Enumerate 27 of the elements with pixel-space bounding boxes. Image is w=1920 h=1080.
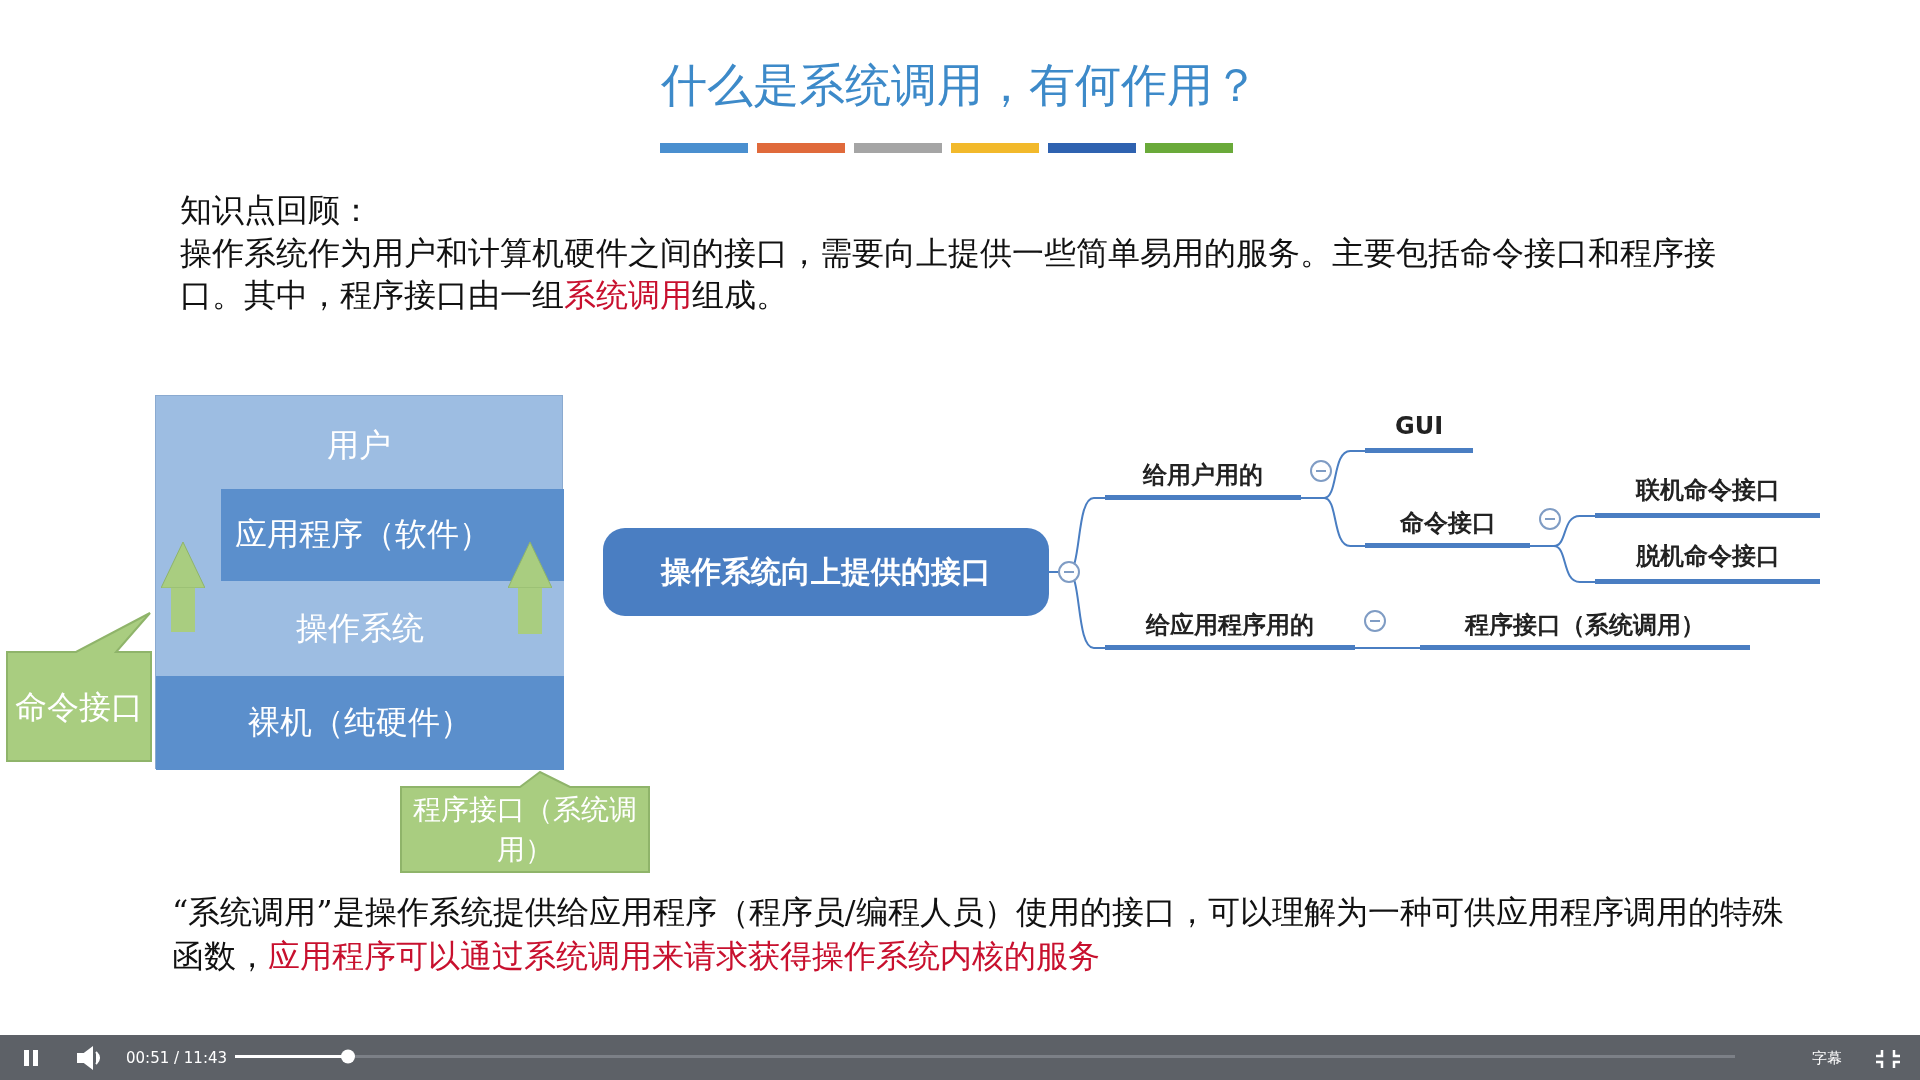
callout-box	[6, 612, 152, 762]
topic-label: GUI	[1365, 408, 1473, 453]
time-display: 00:51 / 11:43	[126, 1048, 228, 1069]
root-topic-box: 操作系统向上提供的接口	[603, 528, 1049, 616]
section-heading: 知识点回顾：	[180, 190, 373, 230]
intro-paragraph: 操作系统作为用户和计算机硬件之间的接口，需要向上提供一些简单易用的服务。主要包括命令接口和程序接口。其中，程序接口由一组系统调用组成。	[180, 233, 1717, 316]
topic-label: 脱机命令接口	[1595, 536, 1820, 584]
topic-label: 给用户用的	[1105, 455, 1301, 500]
user-layer	[155, 395, 563, 769]
definition-paragraph: “系统调用”是操作系统提供给应用程序（程序员/编程人员）使用的接口，可以理解为一种可供应用程序调用的特殊函数，应用程序可以通过系统调用来请求获得操作系统内核的服务	[172, 892, 1785, 977]
topic-label: 联机命令接口	[1595, 470, 1820, 518]
connector-line	[1300, 497, 1366, 547]
hardware-layer: 裸机（纯硬件）	[156, 676, 564, 770]
topic-label: 给应用程序用的	[1105, 605, 1355, 650]
layer-label: 用户	[326, 425, 392, 466]
connector-line	[1529, 545, 1596, 583]
title: 什么是系统调用，有何作用？	[660, 57, 1260, 114]
subtitle-toggle: 字幕	[1812, 1047, 1842, 1070]
callout-box	[400, 771, 650, 873]
block-arrow	[160, 541, 206, 632]
application-layer: 应用程序（软件）	[221, 489, 564, 581]
callout-text: 命令接口	[14, 687, 144, 728]
connector-line	[1354, 647, 1421, 649]
topic-label: 程序接口（系统调用）	[1420, 605, 1750, 650]
block-arrow	[507, 541, 553, 634]
callout-text: 程序接口（系统调用）	[412, 792, 638, 868]
topic-label: 命令接口	[1365, 503, 1530, 548]
